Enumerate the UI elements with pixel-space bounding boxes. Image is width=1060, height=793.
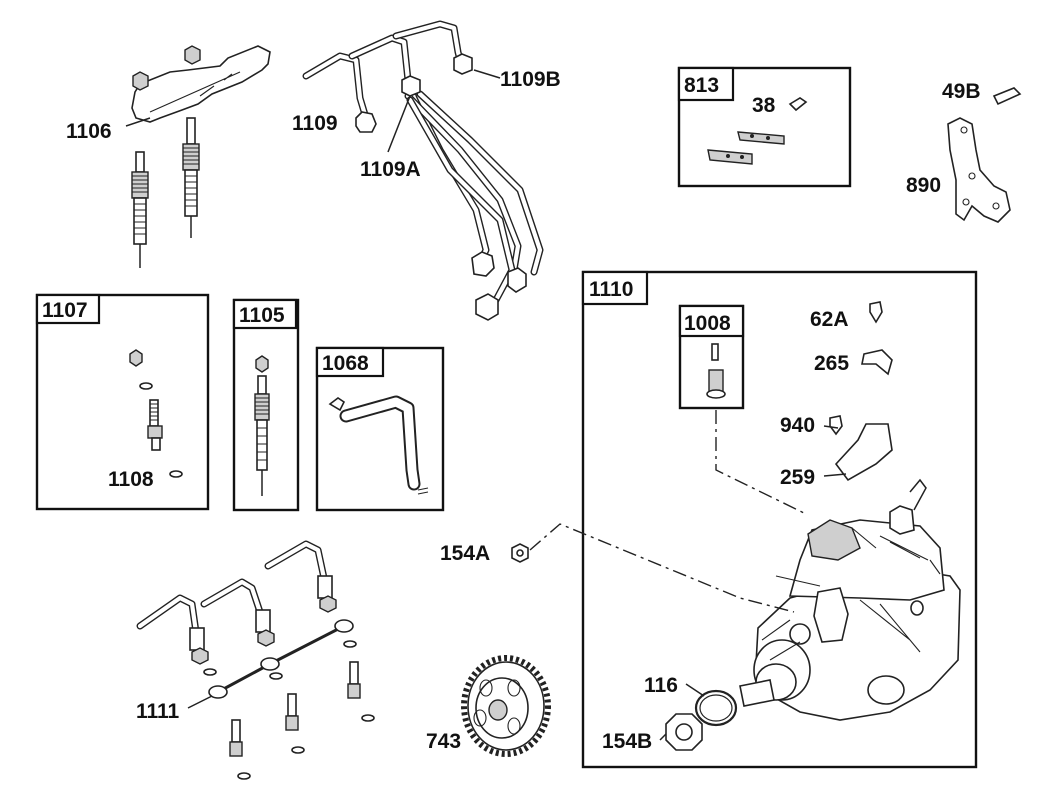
box-label-1068: 1068 [322,352,369,375]
box-label-1107: 1107 [42,299,88,322]
bracket-890 [947,87,1022,223]
label-154a: 154A [440,542,490,565]
glow-plug-set-1106 [125,45,271,268]
label-1109b: 1109B [500,68,561,91]
box-label-1105: 1105 [239,304,285,327]
label-890: 890 [906,174,941,197]
label-1109a: 1109A [360,158,421,181]
label-154b: 154B [602,730,652,753]
label-1111: 1111 [136,700,180,723]
box-label-1008: 1008 [684,312,731,335]
label-38: 38 [752,94,776,117]
label-1108: 1108 [108,468,154,491]
label-1109: 1109 [292,112,338,135]
injection-lines-1109 [302,20,544,321]
box-label-1110: 1110 [589,278,633,301]
label-116: 116 [644,674,678,697]
nut-154a [511,523,795,613]
injection-lines-1111 [136,540,375,780]
label-62a: 62A [810,308,849,331]
box-1107: 1107 [35,293,210,511]
label-265: 265 [814,352,849,375]
box-1110: 1110 1008 [581,270,978,769]
label-940: 940 [780,414,815,437]
box-1105: 1105 [232,298,300,512]
box-1068: 1068 [315,346,445,512]
gear-743 [461,655,551,757]
box-813: 813 [677,66,852,188]
label-259: 259 [780,466,815,489]
box-label-813: 813 [684,74,719,97]
label-49b: 49B [942,80,981,103]
label-743: 743 [426,730,461,753]
label-1106: 1106 [66,120,112,143]
